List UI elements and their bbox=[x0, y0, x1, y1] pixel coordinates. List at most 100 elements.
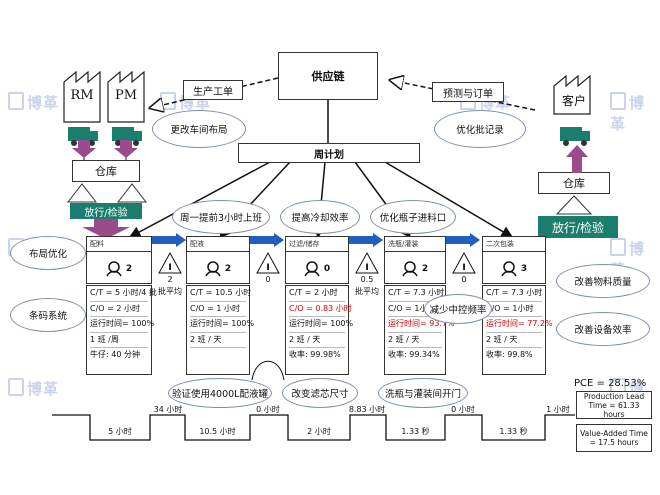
shifts: 2 班 / 天 bbox=[388, 333, 442, 348]
uptime: 运行时间= 77.2% bbox=[486, 317, 553, 333]
warehouse-right-box: 仓库 bbox=[538, 172, 610, 194]
process-box: 配料 2 bbox=[86, 236, 152, 284]
svg-text:I: I bbox=[462, 263, 465, 273]
process-data-box: C/T = 5 小时/4 批 C/O = 2 小时 运行时间= 100% 1 班… bbox=[86, 285, 157, 375]
kaizen-equipment-eff: 改善设备效率 bbox=[556, 312, 650, 346]
timeline-wait: 0 小时 bbox=[256, 405, 280, 414]
release-left-box: 放行/检验 bbox=[70, 203, 142, 219]
push-arrow bbox=[349, 233, 383, 247]
weekly-plan-box: 周计划 bbox=[238, 143, 420, 163]
cycle-time: C/T = 7.3 小时 bbox=[486, 286, 542, 302]
production-order-label: 生产工单 bbox=[183, 80, 243, 100]
inventory-count: 0.5 bbox=[360, 275, 374, 284]
changeover-time: C/O = 1 小时 bbox=[190, 302, 246, 317]
supplier-pm-label: PM bbox=[114, 88, 138, 103]
inventory-label: 批平均 bbox=[355, 287, 379, 296]
operator-count: 2 bbox=[224, 263, 232, 274]
shifts: 1 班 /周 bbox=[90, 333, 148, 348]
release-triangles-left bbox=[66, 183, 148, 203]
timeline-wait: 1 小时 bbox=[546, 405, 570, 414]
timeline-wait: 0 小时 bbox=[451, 405, 475, 414]
value-added-box: Value-Added Time = 17.5 hours bbox=[576, 424, 652, 452]
pce-value: PCE = 28.53% bbox=[574, 378, 647, 389]
watermark: 博革 bbox=[8, 92, 59, 113]
release-down-arrow bbox=[82, 219, 130, 239]
inventory-count: 0 bbox=[461, 275, 467, 284]
extra-metric: 收率: 99.8% bbox=[486, 350, 533, 359]
kaizen-wash-door: 洗瓶与灌装间开门 bbox=[378, 378, 468, 408]
uptime: 运行时间= 100% bbox=[190, 317, 254, 333]
release-triangle-right bbox=[555, 195, 593, 215]
cycle-time: C/T = 2 小时 bbox=[289, 286, 345, 302]
timeline-process: 2 小时 bbox=[307, 427, 331, 436]
operator-icon bbox=[106, 260, 122, 276]
process-data-box: C/T = 10.5 小时 C/O = 1 小时 运行时间= 100% 2 班 … bbox=[186, 285, 254, 375]
customer-label: 客户 bbox=[561, 94, 586, 108]
warehouse-left-box: 仓库 bbox=[72, 160, 140, 182]
forecast-order-label: 预测与订单 bbox=[432, 82, 504, 102]
inventory-triangle-icon: I bbox=[355, 251, 379, 274]
process-name: 二次包装 bbox=[483, 237, 545, 252]
process-data-box: C/T = 2 小时 C/O = 0.83 小时 运行时间= 100% 2 班 … bbox=[285, 285, 353, 375]
inventory-count: 2 bbox=[167, 275, 173, 284]
kaizen-layout-opt: 布局优化 bbox=[10, 236, 86, 270]
changeover-time: C/O = 1小时 bbox=[388, 302, 442, 317]
push-arrow bbox=[152, 233, 186, 247]
shifts: 2 班 / 天 bbox=[289, 333, 345, 348]
process-box: 二次包装 3 bbox=[482, 236, 546, 284]
extra-metric: 牛仔: 40 分钟 bbox=[90, 350, 140, 359]
process-name: 过滤/储存 bbox=[286, 237, 348, 252]
changeover-time: C/O = 2 小时 bbox=[90, 302, 148, 317]
inventory-label: 批平均 bbox=[158, 287, 182, 296]
supplier-factory-icon bbox=[63, 70, 145, 123]
svg-text:I: I bbox=[168, 263, 171, 273]
release-right-box: 放行/检验 bbox=[538, 216, 618, 238]
operator-icon bbox=[402, 260, 418, 276]
timeline-process: 5 小时 bbox=[108, 427, 132, 436]
kaizen-bottle-feed: 优化瓶子进料口 bbox=[370, 200, 456, 234]
changeover-time: C/O = 0.83 小时 bbox=[289, 302, 352, 317]
supplier-rm-label: RM bbox=[70, 88, 94, 103]
process-name: 配液 bbox=[187, 237, 249, 252]
uptime: 运行时间= 100% bbox=[289, 317, 353, 333]
kaizen-confirm-400l: 验证使用4000L配液罐 bbox=[168, 378, 272, 408]
process-name: 洗瓶/灌装 bbox=[385, 237, 445, 252]
operator-icon bbox=[205, 260, 221, 276]
svg-text:I: I bbox=[266, 263, 269, 273]
watermark: 博革 bbox=[610, 92, 646, 133]
changeover-time: C/O = 1小时 bbox=[486, 302, 542, 317]
purple-arrows-left bbox=[72, 140, 138, 158]
timeline-wait: 8.83 小时 bbox=[348, 405, 386, 414]
shifts: 2 班 / 天 bbox=[190, 333, 246, 348]
uptime: 运行时间= 100% bbox=[90, 317, 154, 333]
process-box: 洗瓶/灌装 2 bbox=[384, 236, 446, 284]
cycle-time: C/T = 7.3 小时 bbox=[388, 286, 444, 302]
purple-up-arrow-right bbox=[566, 145, 588, 173]
supply-chain-box: 供应链 bbox=[278, 52, 378, 100]
operator-count: 2 bbox=[421, 263, 429, 274]
svg-text:I: I bbox=[365, 263, 368, 273]
kaizen-advance-shift: 周一提前3小时上班 bbox=[172, 200, 270, 234]
push-arrow bbox=[250, 233, 284, 247]
kaizen-barcode: 条码系统 bbox=[10, 298, 86, 332]
shifts: 2 班 / 天 bbox=[486, 333, 542, 348]
extra-metric: 收率: 99.98% bbox=[289, 350, 341, 359]
operator-icon bbox=[501, 260, 517, 276]
inventory-triangle-icon: I bbox=[452, 251, 476, 274]
process-data-box: C/T = 7.3 小时 C/O = 1小时 运行时间= 77.2% 2 班 /… bbox=[482, 285, 553, 375]
operator-count: 3 bbox=[520, 263, 528, 274]
timeline-process: 10.5 小时 bbox=[199, 427, 236, 436]
cycle-time: C/T = 10.5 小时 bbox=[190, 286, 251, 302]
kaizen-cooling: 提高冷却效率 bbox=[280, 200, 360, 234]
kaizen-filter-size: 改变滤芯尺寸 bbox=[282, 378, 358, 408]
extra-metric: 收率: 99.34% bbox=[388, 350, 440, 359]
inventory-count: 0 bbox=[265, 275, 271, 284]
operator-count: 0 bbox=[323, 263, 331, 274]
timeline-process: 1.33 秒 bbox=[401, 427, 430, 436]
timeline-wait: 34 小时 bbox=[153, 405, 183, 414]
uptime: 运行时间= 93.7% bbox=[388, 317, 455, 333]
process-name: 配料 bbox=[87, 237, 151, 252]
kaizen-material-quality: 改善物料质量 bbox=[556, 264, 650, 298]
timeline-process: 1.33 秒 bbox=[499, 427, 528, 436]
cycle-time: C/T = 5 小时/4 批 bbox=[90, 286, 157, 302]
